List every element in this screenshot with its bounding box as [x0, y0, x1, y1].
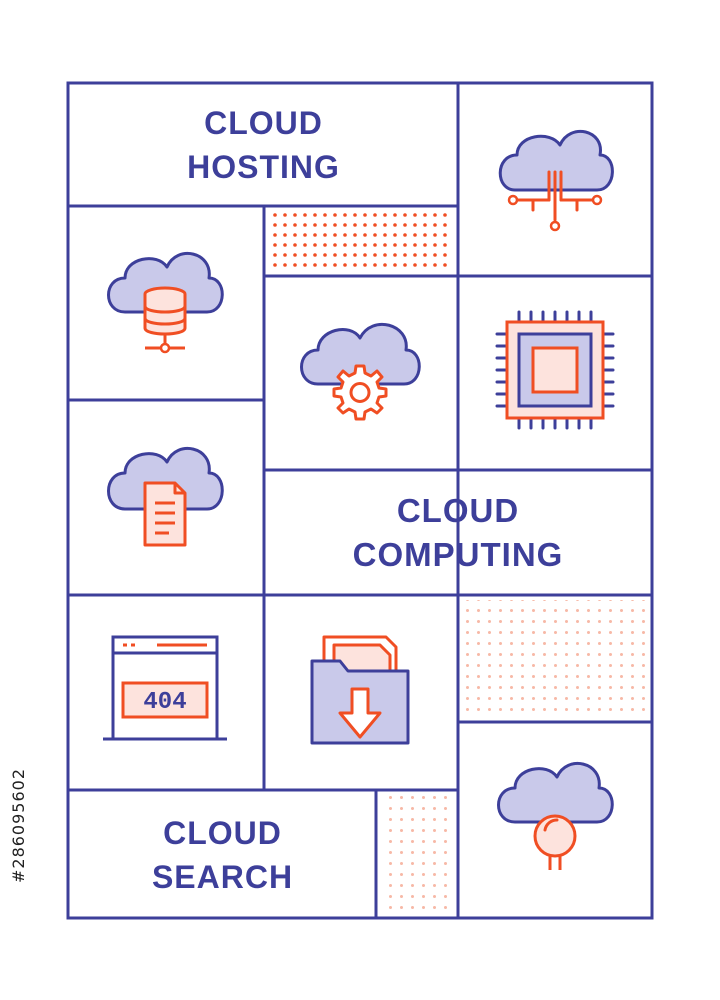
cloud-search-icon: [497, 761, 614, 870]
dot-pattern-right: [462, 600, 646, 716]
folder-download-icon: [310, 635, 410, 745]
cloud-computing-title: CLOUD COMPUTING: [352, 492, 564, 573]
error-code-text: 404: [143, 689, 186, 716]
cpu-chip-icon: [495, 310, 615, 430]
cloud-database-icon: [107, 251, 224, 354]
dot-pattern-bottom: [382, 796, 452, 912]
stock-id-label: #286095602: [9, 767, 29, 883]
cloud-gear-icon: [300, 322, 421, 421]
browser-404-icon: 404: [103, 635, 227, 741]
cloud-search-title: CLOUD SEARCH: [151, 814, 294, 895]
cloud-hosting-title: CLOUD HOSTING: [187, 105, 340, 185]
dot-pattern-top: [270, 212, 452, 270]
cloud-document-icon: [107, 446, 224, 547]
layout-grid: [66, 81, 654, 920]
cloud-network-icon: [498, 129, 614, 232]
